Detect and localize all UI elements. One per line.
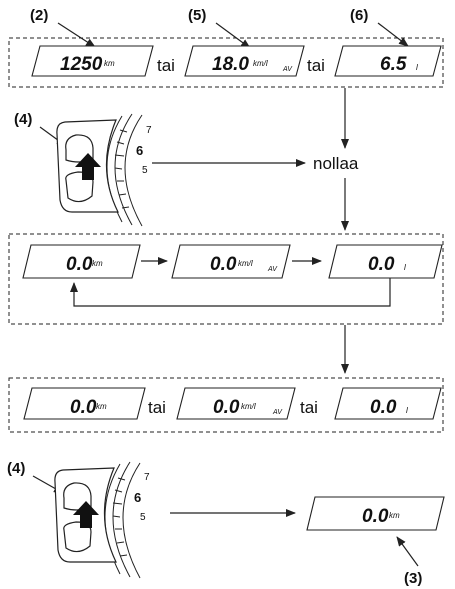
display-value: 6.5: [380, 54, 407, 75]
display-value: 0.0: [368, 254, 395, 275]
gauge-tick-6: 6: [136, 143, 143, 158]
or-label: tai: [300, 398, 318, 417]
display-average-consumption-reset: 0.0 km/l AV: [171, 244, 291, 279]
display-unit: km: [104, 59, 115, 68]
label-3: (3): [404, 570, 422, 587]
display-value: 0.0: [213, 397, 240, 418]
label-4-top: (4): [14, 111, 32, 128]
pointer-3: [396, 536, 419, 567]
display-suffix: AV: [267, 266, 278, 273]
display-odometer-zero: 0.0 km: [23, 387, 146, 420]
or-label: tai: [157, 56, 175, 75]
display-instant-consumption-reset: 0.0 l: [328, 244, 443, 279]
display-odometer-reset: 0.0 km: [22, 244, 141, 279]
label-2: (2): [30, 7, 48, 24]
or-label: tai: [148, 398, 166, 417]
reset-cycle-frame: [8, 233, 444, 325]
display-value: 18.0: [212, 54, 249, 75]
gauge-tick-6: 6: [134, 490, 141, 505]
display-value: 0.0: [66, 254, 93, 275]
gauge-tick-7: 7: [146, 125, 152, 136]
handlebar-switch-top: 7 6 5: [56, 113, 152, 227]
press-up-arrow-icon: [73, 501, 99, 528]
display-instant-consumption-current: 6.5 l: [334, 45, 442, 77]
reset-label: nollaa: [313, 154, 359, 173]
press-up-arrow-icon: [75, 153, 101, 180]
display-value: 0.0: [370, 397, 397, 418]
display-instant-consumption-zero: 0.0 l: [334, 387, 442, 420]
pointer-2: [57, 22, 96, 48]
display-unit: km: [389, 511, 400, 520]
display-value: 0.0: [362, 506, 389, 527]
or-label: tai: [307, 56, 325, 75]
display-unit: km: [96, 402, 107, 411]
display-average-consumption-current: 18.0 km/l AV: [184, 45, 305, 77]
current-readings-frame: [8, 37, 444, 88]
handlebar-switch-bottom: 7 6 5: [54, 461, 150, 579]
cycle-return-arrow: [70, 278, 391, 307]
display-odometer-current: 1250 km: [31, 45, 154, 77]
display-unit: km/l: [253, 59, 268, 68]
display-value: 0.0: [210, 254, 237, 275]
display-unit: l: [406, 406, 408, 415]
pointer-6: [377, 22, 409, 47]
pointer-5: [215, 22, 251, 49]
display-unit: l: [416, 63, 418, 72]
label-4-bottom: (4): [7, 460, 25, 477]
display-suffix: AV: [282, 66, 293, 73]
display-unit: l: [404, 263, 406, 272]
display-unit: km: [92, 259, 103, 268]
display-unit: km/l: [238, 259, 253, 268]
display-unit: km/l: [241, 402, 256, 411]
display-value: 1250: [60, 54, 103, 75]
display-value: 0.0: [70, 397, 97, 418]
label-6: (6): [350, 7, 368, 24]
label-5: (5): [188, 7, 206, 24]
display-average-consumption-zero: 0.0 km/l AV: [176, 387, 296, 420]
gauge-tick-5: 5: [142, 165, 148, 176]
reset-readings-frame: [8, 377, 444, 433]
display-odometer-final: 0.0 km: [306, 496, 445, 531]
gauge-tick-7: 7: [144, 472, 150, 483]
display-suffix: AV: [272, 409, 283, 416]
gauge-tick-5: 5: [140, 512, 146, 523]
